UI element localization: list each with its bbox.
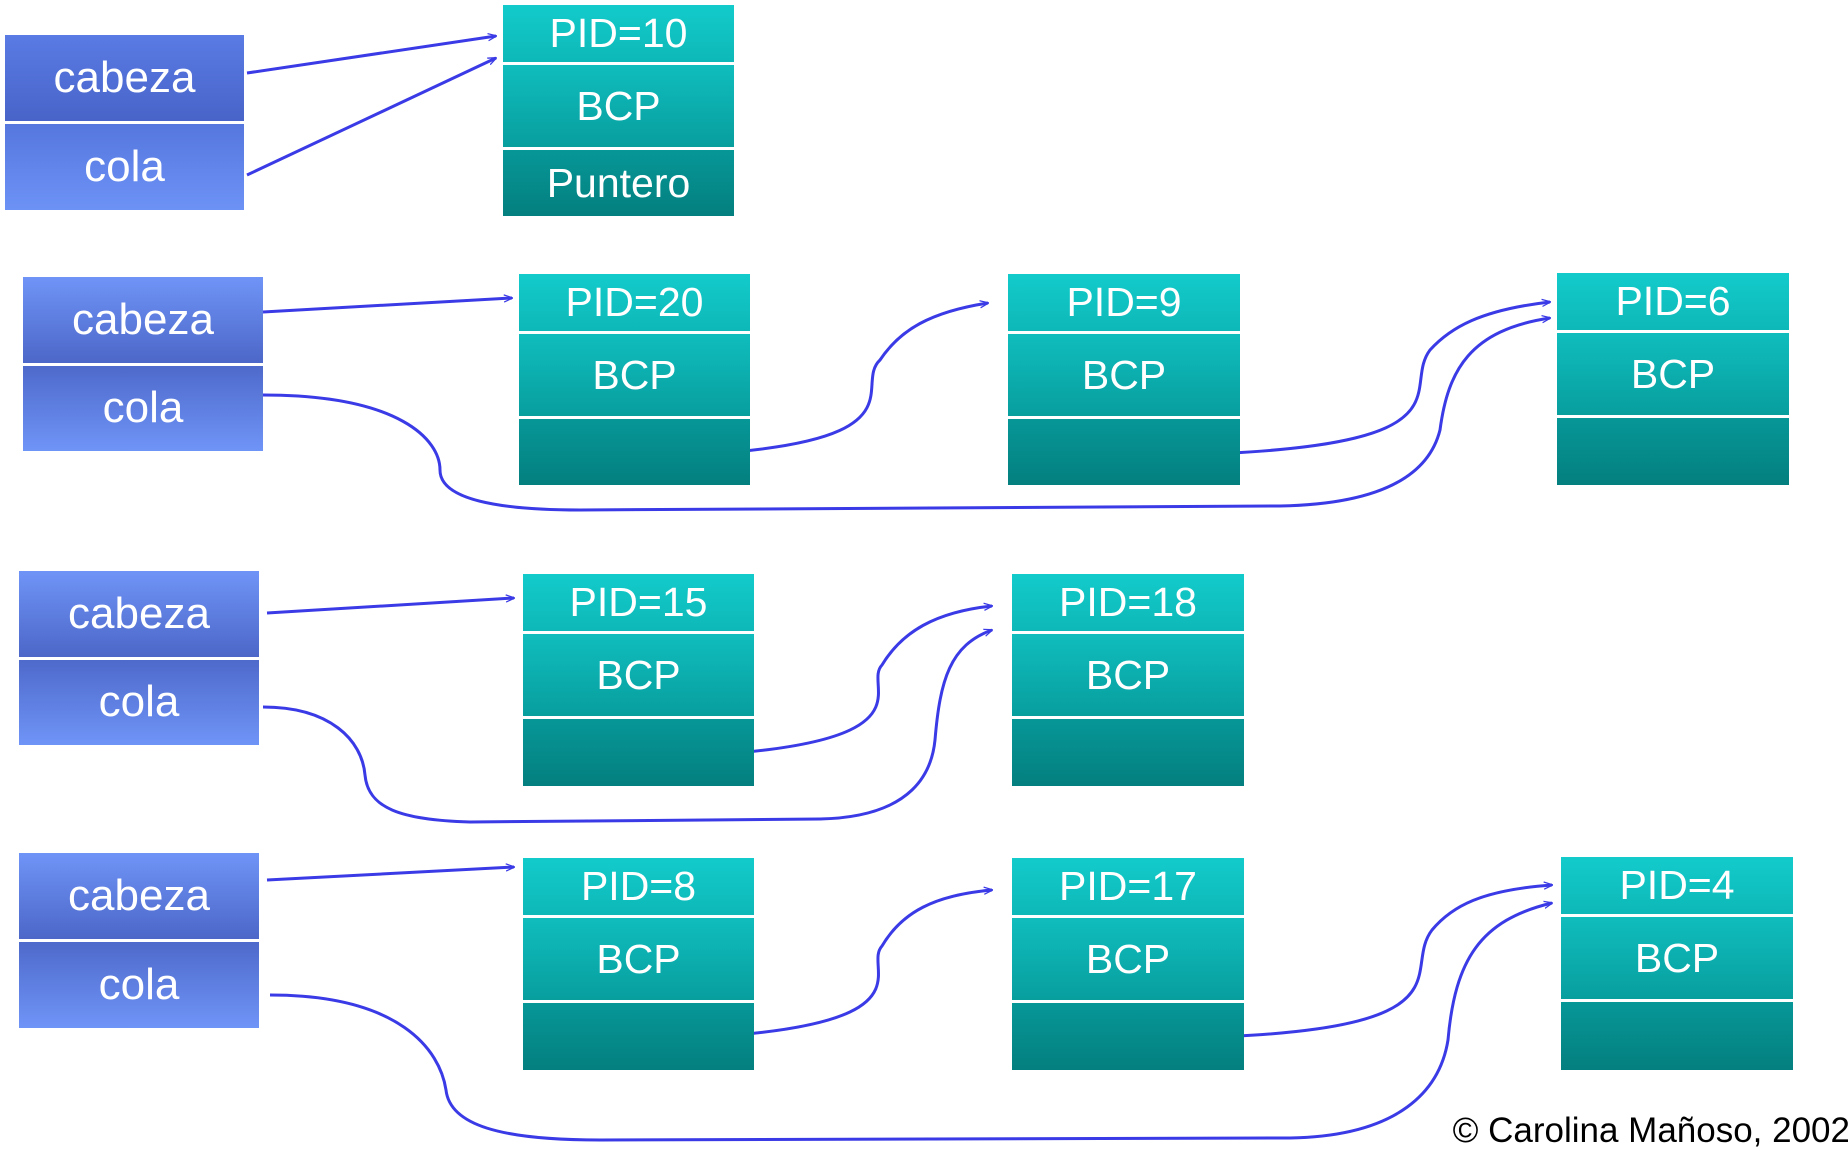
node-pid: PID=17: [1012, 858, 1244, 915]
q4-link-8-17: [633, 890, 992, 1042]
process-node: PID=20 BCP: [519, 274, 750, 485]
q3-tail-arrow: [262, 628, 992, 824]
process-node: PID=6 BCP: [1557, 273, 1789, 485]
q4-head-arrow: [266, 867, 514, 882]
node-bcp: BCP: [1008, 334, 1240, 416]
node-bcp: BCP: [523, 918, 754, 1000]
node-pid: PID=8: [523, 858, 754, 915]
bcp-label: BCP: [596, 935, 681, 982]
node-pid: PID=10: [503, 5, 734, 62]
head-label: cabeza: [68, 588, 210, 638]
tail-pointer: cola: [5, 124, 244, 210]
node-pid: PID=4: [1561, 857, 1793, 914]
bcp-label: BCP: [592, 351, 677, 398]
q2-link-20-9: [629, 303, 988, 459]
tail-label: cola: [102, 383, 184, 433]
node-pointer: [1008, 419, 1240, 485]
process-node: PID=8 BCP: [523, 858, 754, 1070]
copyright-notice: © Carolina Mañoso, 2002: [1452, 1111, 1848, 1150]
tail-pointer: cola: [19, 659, 259, 745]
pid-label: PID=10: [549, 10, 688, 56]
head-label: cabeza: [68, 871, 210, 920]
node-pointer: [1012, 1003, 1244, 1070]
node-pointer: [1561, 1002, 1793, 1070]
q4-tail-arrow: [269, 903, 1552, 1142]
pid-label: PID=17: [1059, 863, 1197, 909]
process-node: PID=18 BCP: [1012, 574, 1244, 786]
node-pid: PID=6: [1557, 273, 1789, 330]
node-pid: PID=18: [1012, 574, 1244, 631]
pid-label: PID=6: [1615, 278, 1731, 324]
node-pointer: [523, 1003, 754, 1070]
bcp-label: BCP: [1630, 350, 1716, 397]
node-pid: PID=9: [1008, 274, 1240, 331]
node-bcp: BCP: [519, 334, 750, 416]
pid-label: PID=9: [1066, 279, 1182, 325]
node-bcp: BCP: [1012, 634, 1244, 716]
node-pid: PID=20: [519, 274, 750, 331]
bcp-label: BCP: [576, 82, 661, 129]
bcp-label: BCP: [1634, 934, 1720, 981]
q2-tail-arrow: [262, 318, 1550, 512]
q3-link-15-18: [633, 606, 992, 760]
node-bcp: BCP: [1012, 918, 1244, 1000]
q2-link-9-6: [1177, 302, 1550, 457]
process-node: PID=17 BCP: [1012, 858, 1244, 1070]
bcp-label: BCP: [596, 651, 681, 698]
process-node: PID=15 BCP: [523, 574, 754, 786]
head-label: cabeza: [53, 53, 196, 102]
process-node: PID=9 BCP: [1008, 274, 1240, 485]
q3-head-arrow: [266, 598, 514, 615]
tail-pointer: cola: [23, 365, 263, 451]
node-pid: PID=15: [523, 574, 754, 631]
head-pointer: cabeza: [19, 571, 259, 657]
head-label: cabeza: [72, 294, 214, 344]
queue-3-header: cabeza cola: [19, 571, 259, 745]
tail-label: cola: [98, 960, 180, 1009]
node-bcp: BCP: [523, 634, 754, 716]
queue-4-header: cabeza cola: [19, 853, 259, 1028]
process-node: PID=4 BCP: [1561, 857, 1793, 1070]
q1-head-arrow: [246, 36, 496, 75]
node-pointer: Puntero: [503, 150, 734, 216]
head-pointer: cabeza: [23, 277, 263, 363]
bcp-label: BCP: [1085, 651, 1171, 698]
pid-label: PID=18: [1059, 579, 1197, 625]
node-pointer: [1557, 418, 1789, 485]
node-pointer: [1012, 719, 1244, 786]
queue-2-header: cabeza cola: [23, 277, 263, 451]
pid-label: PID=20: [565, 279, 704, 325]
bcp-label: BCP: [1085, 935, 1171, 982]
head-pointer: cabeza: [5, 35, 244, 121]
process-node: PID=10 BCP Puntero: [503, 5, 734, 216]
queue-1-header: cabeza cola: [5, 35, 244, 210]
tail-label: cola: [98, 677, 180, 727]
node-bcp: BCP: [1561, 917, 1793, 999]
q1-tail-arrow: [246, 56, 496, 177]
tail-label: cola: [84, 142, 165, 191]
head-pointer: cabeza: [19, 853, 259, 939]
q2-head-arrow: [262, 298, 512, 314]
pid-label: PID=8: [580, 863, 697, 909]
tail-pointer: cola: [19, 942, 259, 1028]
pid-label: PID=4: [1619, 862, 1735, 908]
pointer-label: Puntero: [546, 159, 691, 206]
node-bcp: BCP: [503, 65, 734, 147]
node-bcp: BCP: [1557, 333, 1789, 415]
q4-link-17-4: [1182, 885, 1552, 1040]
bcp-label: BCP: [1081, 351, 1167, 398]
node-pointer: [523, 719, 754, 786]
node-pointer: [519, 419, 750, 485]
pid-label: PID=15: [569, 579, 708, 625]
